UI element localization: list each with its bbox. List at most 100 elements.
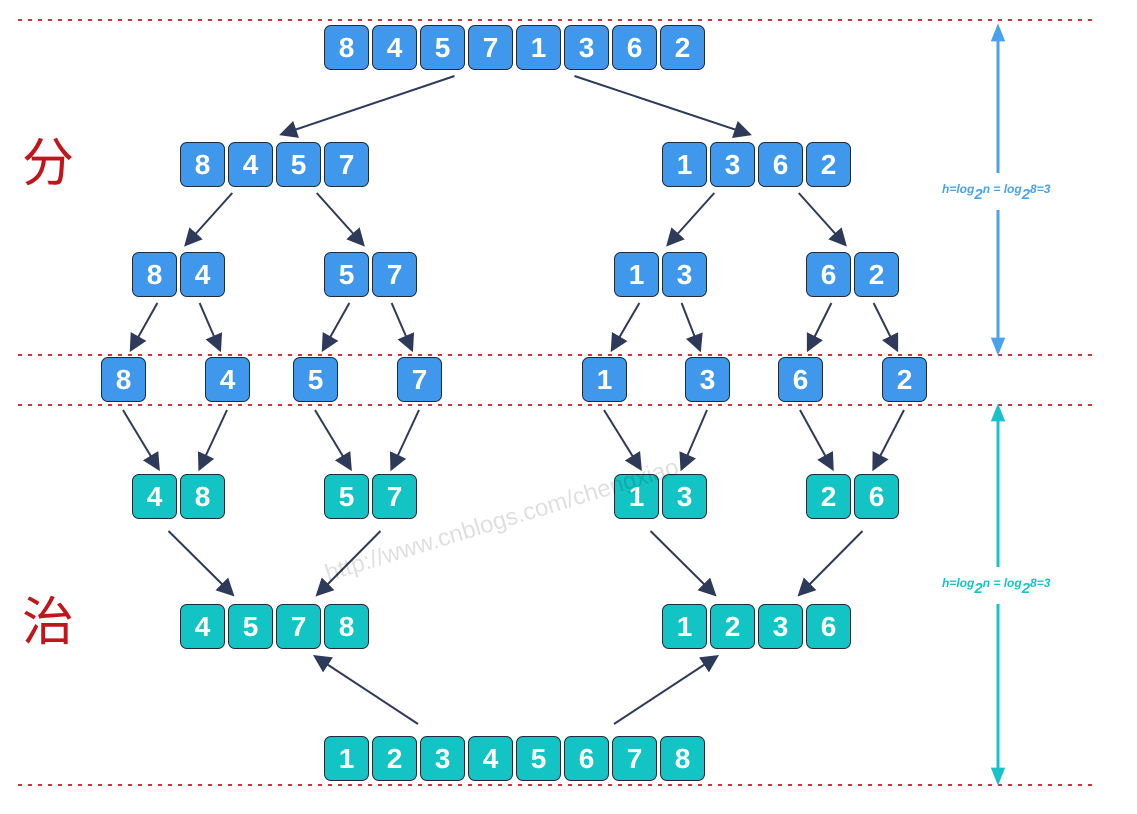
flow-arrow	[389, 409, 420, 472]
conquer-cell: 1	[662, 604, 707, 649]
divide-height-formula: h=log2n = log28=3	[942, 180, 1051, 205]
flow-arrow	[167, 530, 235, 597]
flow-arrow	[198, 302, 223, 353]
flow-arrow	[279, 75, 455, 138]
divide-cell: 6	[778, 357, 823, 402]
conquer-height-formula: h=log2n = log28=3	[942, 574, 1051, 599]
divide-cell: 4	[205, 357, 250, 402]
divide-cell: 5	[324, 252, 369, 297]
formula-subscript: 2	[1021, 580, 1031, 597]
conquer-cell: 6	[564, 736, 609, 781]
conquer-cell: 2	[806, 474, 851, 519]
flow-arrow	[315, 530, 382, 597]
conquer-cell: 2	[372, 736, 417, 781]
divide-cell: 7	[324, 142, 369, 187]
divide-title: 分	[22, 134, 75, 194]
formula-part: 8=3	[1030, 576, 1051, 590]
divide-cell: 8	[324, 25, 369, 70]
conquer-cell: 8	[324, 604, 369, 649]
flow-arrow	[390, 302, 415, 353]
flow-arrow	[797, 530, 864, 597]
flow-arrow	[610, 302, 641, 353]
flow-arrow	[872, 302, 899, 353]
flow-arrow	[797, 192, 847, 247]
divide-cell: 3	[710, 142, 755, 187]
divide-cell: 7	[468, 25, 513, 70]
divide-cell: 3	[685, 357, 730, 402]
divide-cell: 8	[132, 252, 177, 297]
conquer-cell: 2	[710, 604, 755, 649]
conquer-cell: 3	[758, 604, 803, 649]
flow-arrow	[872, 409, 905, 472]
flow-arrow	[613, 655, 720, 725]
flow-arrow	[129, 302, 159, 353]
conquer-cell: 5	[228, 604, 273, 649]
conquer-cell: 1	[614, 474, 659, 519]
divide-cell: 7	[397, 357, 442, 402]
flow-arrow	[321, 302, 351, 353]
conquer-cell: 5	[516, 736, 561, 781]
divide-cell: 3	[564, 25, 609, 70]
conquer-cell: 4	[180, 604, 225, 649]
formula-subscript: 2	[974, 580, 983, 597]
divide-cell: 7	[372, 252, 417, 297]
flow-arrow	[679, 409, 708, 472]
conquer-title: 治	[22, 593, 75, 653]
flow-arrow	[184, 192, 234, 247]
conquer-cell: 6	[854, 474, 899, 519]
formula-part: n = log	[982, 576, 1022, 590]
flow-arrow	[314, 409, 352, 472]
flow-arrow	[312, 655, 419, 725]
flow-arrow	[649, 530, 717, 597]
divide-cell: 8	[101, 357, 146, 402]
divide-cell: 3	[662, 252, 707, 297]
conquer-cell: 3	[420, 736, 465, 781]
conquer-cell: 6	[806, 604, 851, 649]
flow-arrow	[680, 302, 703, 353]
flow-arrow	[197, 409, 228, 472]
divide-cell: 6	[612, 25, 657, 70]
flow-arrow	[315, 192, 365, 247]
divide-cell: 1	[582, 357, 627, 402]
divide-cell: 5	[293, 357, 338, 402]
conquer-cell: 4	[132, 474, 177, 519]
divide-cell: 2	[660, 25, 705, 70]
conquer-cell: 7	[612, 736, 657, 781]
conquer-cell: 1	[324, 736, 369, 781]
divide-cell: 6	[806, 252, 851, 297]
divide-cell: 4	[228, 142, 273, 187]
divide-cell: 2	[882, 357, 927, 402]
flow-arrow	[574, 75, 752, 138]
divide-cell: 4	[372, 25, 417, 70]
flow-arrow	[806, 302, 833, 353]
flow-arrow	[603, 409, 642, 472]
divide-cell: 2	[854, 252, 899, 297]
conquer-cell: 8	[180, 474, 225, 519]
divide-cell: 1	[662, 142, 707, 187]
conquer-cell: 7	[372, 474, 417, 519]
divide-cell: 5	[420, 25, 465, 70]
divide-cell: 8	[180, 142, 225, 187]
divide-cell: 1	[516, 25, 561, 70]
divide-cell: 6	[758, 142, 803, 187]
flow-arrow	[666, 192, 716, 247]
divide-cell: 1	[614, 252, 659, 297]
divide-cell: 4	[180, 252, 225, 297]
formula-part: h=log	[942, 576, 975, 590]
conquer-cell: 8	[660, 736, 705, 781]
formula-subscript: 2	[974, 186, 983, 203]
formula-part: 8=3	[1030, 182, 1051, 196]
flow-arrow	[799, 409, 834, 472]
conquer-cell: 7	[276, 604, 321, 649]
conquer-cell: 5	[324, 474, 369, 519]
formula-part: h=log	[942, 182, 975, 196]
conquer-cell: 3	[662, 474, 707, 519]
divide-cell: 2	[806, 142, 851, 187]
divide-cell: 5	[276, 142, 321, 187]
flow-arrow	[122, 409, 160, 472]
formula-subscript: 2	[1021, 186, 1031, 203]
formula-part: n = log	[982, 182, 1022, 196]
conquer-cell: 4	[468, 736, 513, 781]
